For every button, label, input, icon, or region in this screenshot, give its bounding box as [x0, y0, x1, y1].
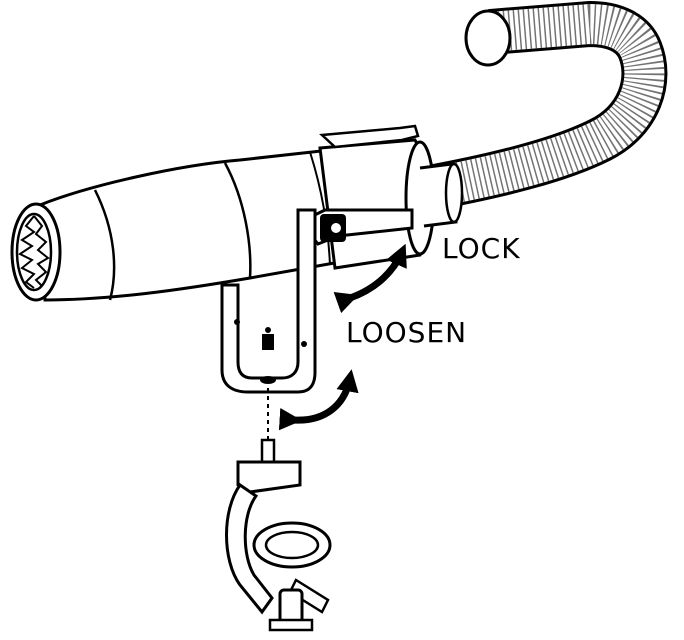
lens-front [10, 202, 62, 302]
hanging-clamp [225, 438, 332, 632]
hose-end-cap [464, 9, 512, 67]
loosen-label: LOOSEN [346, 316, 468, 349]
loosen-arrow [278, 369, 359, 431]
fixture-body [38, 124, 464, 302]
lock-handle [297, 208, 414, 246]
lock-label: LOCK [442, 232, 521, 265]
gooseneck-hose [425, 0, 668, 211]
lock-arrow [333, 243, 407, 314]
